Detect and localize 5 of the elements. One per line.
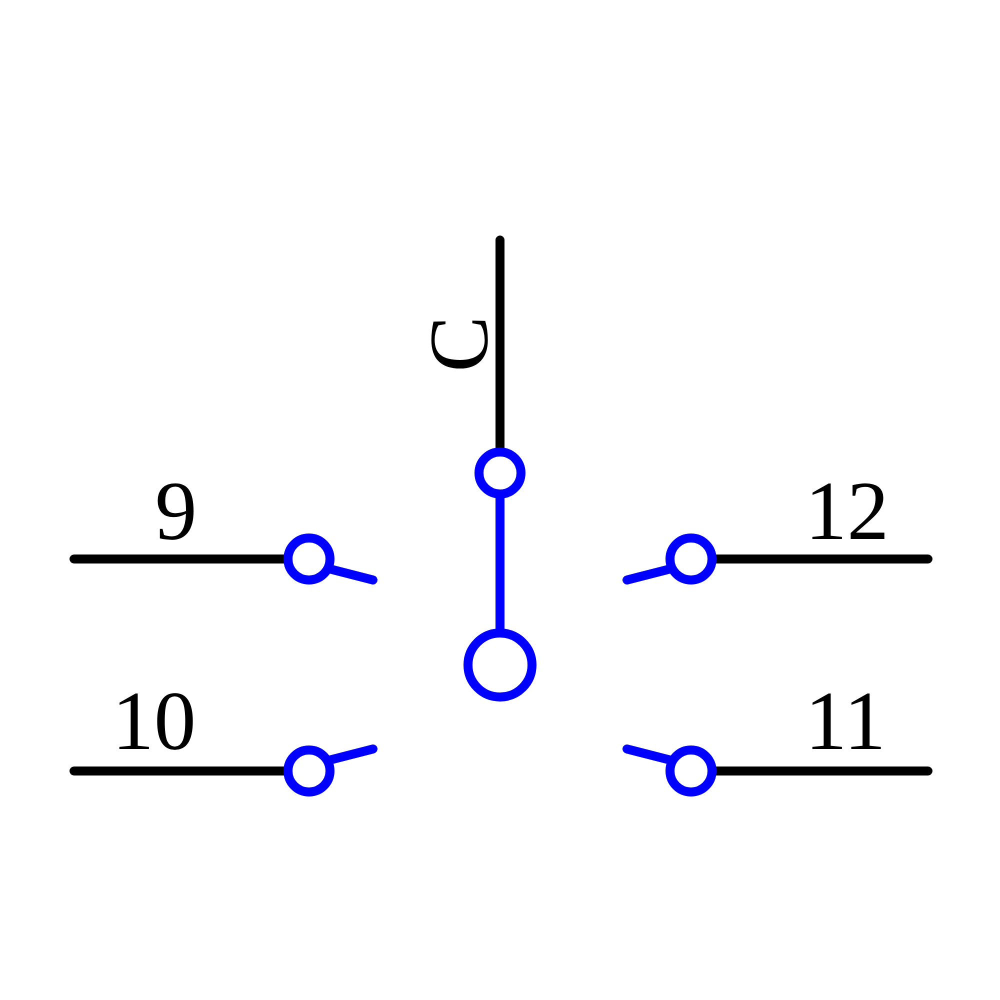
pin-label: 11 (805, 680, 886, 764)
pin-label: 12 (805, 470, 889, 554)
pin-label: C (418, 316, 502, 372)
pin-label: 9 (155, 470, 197, 554)
pin-label: 10 (112, 680, 196, 764)
